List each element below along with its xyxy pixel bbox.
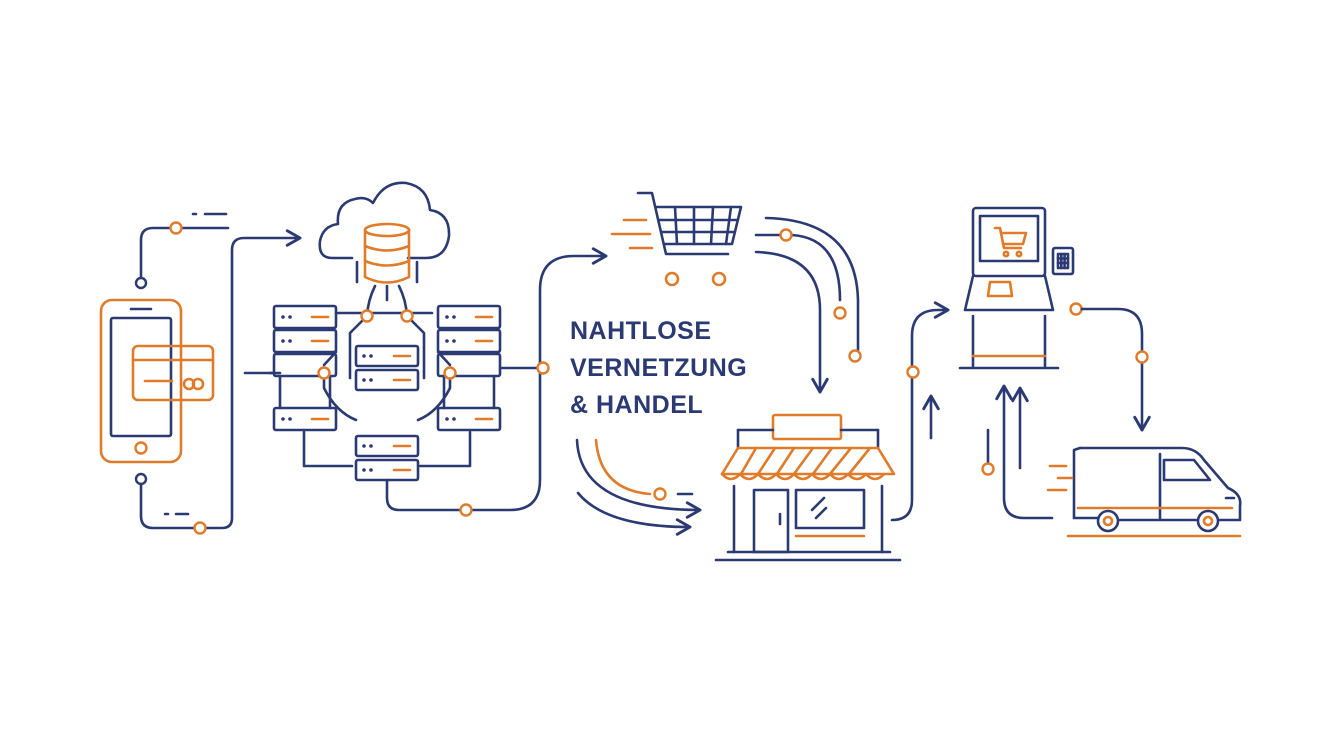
server-rack-left	[272, 304, 338, 432]
server-rack-bottom	[354, 434, 420, 482]
headline-line-1: NAHTLOSE	[570, 317, 712, 345]
database-icon	[363, 222, 411, 284]
headline: NAHTLOSE VERNETZUNG & HANDEL	[570, 317, 747, 419]
headline-line-2: VERNETZUNG	[570, 354, 747, 382]
cart-screen-icon	[993, 226, 1028, 258]
server-network-icon	[243, 247, 608, 517]
credit-card-icon	[131, 344, 215, 402]
shopping-cart-icon	[610, 191, 862, 394]
headline-line-3: & HANDEL	[570, 391, 703, 419]
storefront-icon	[714, 301, 950, 562]
self-service-kiosk-icon	[958, 206, 1151, 432]
cloud-database-icon	[318, 181, 451, 302]
flow-arrows-to-store	[575, 438, 702, 536]
flow-arrows-return	[981, 384, 1054, 520]
server-rack-right	[436, 304, 502, 432]
smartphone-payment-icon	[99, 212, 302, 535]
delivery-van-icon	[1046, 446, 1242, 538]
server-rack-center	[354, 344, 420, 392]
